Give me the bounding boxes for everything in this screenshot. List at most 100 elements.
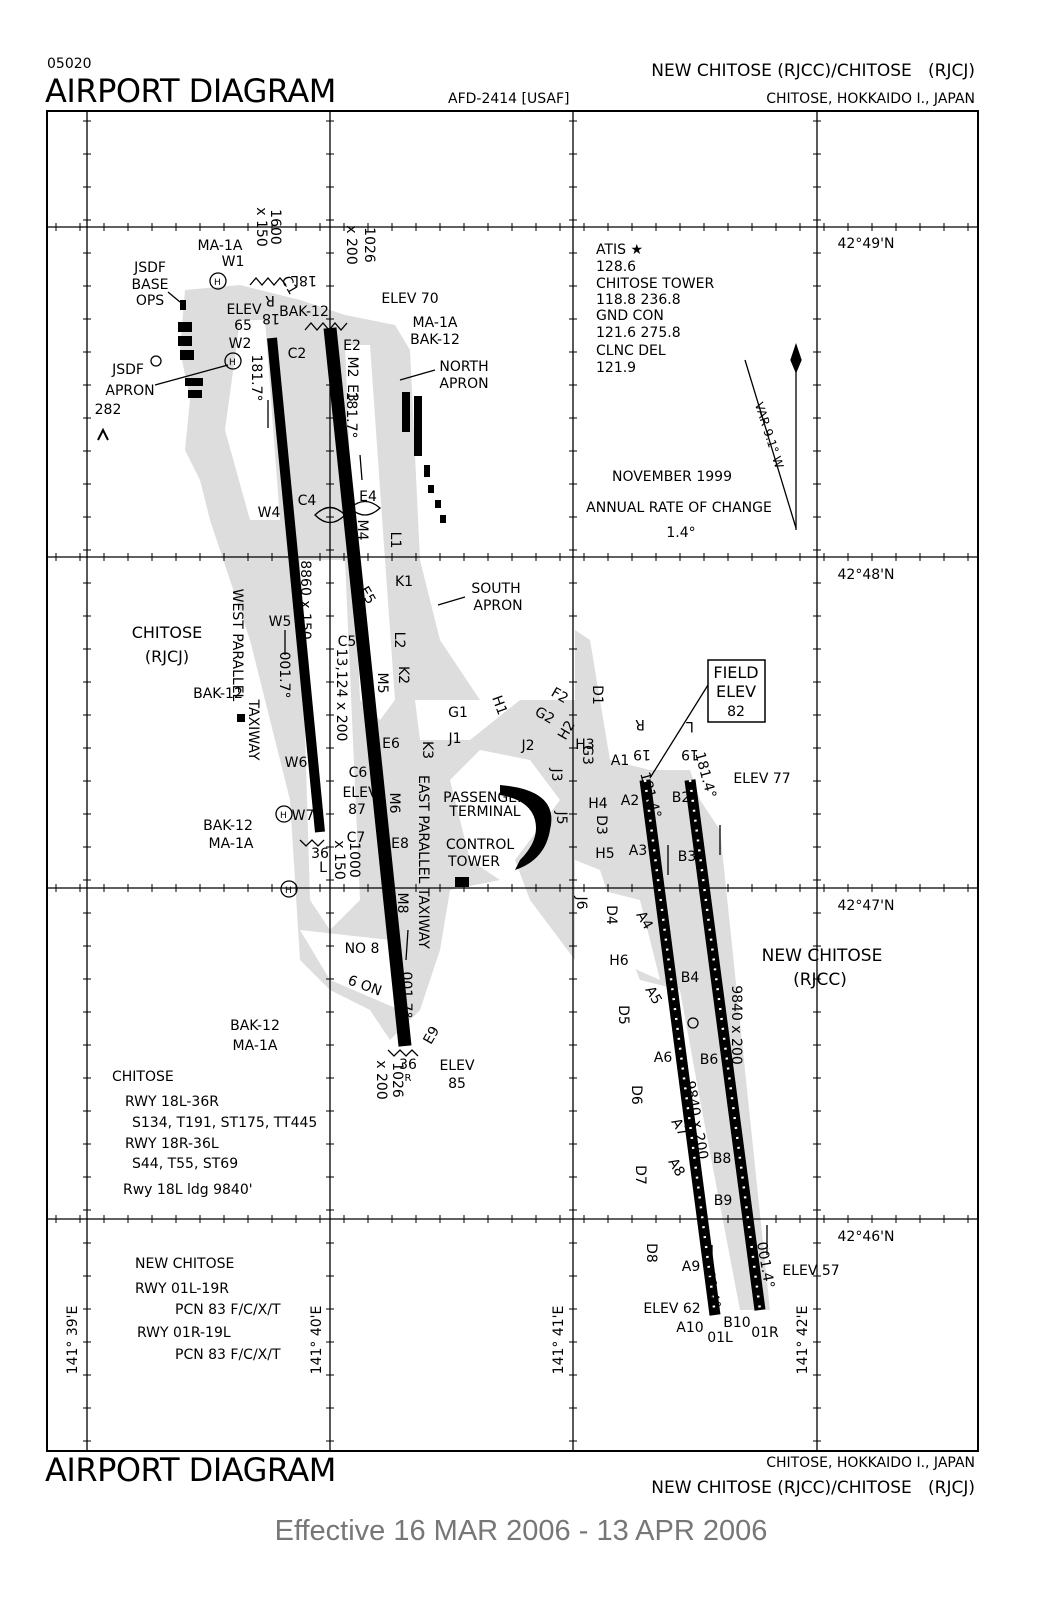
label-c5: C5 (338, 634, 357, 650)
label-b6: B6 (700, 1052, 719, 1068)
label-ovr3: 1000 (346, 842, 362, 878)
label-rjcj: (RJCJ) (145, 647, 189, 666)
label-h4: H4 (588, 796, 608, 812)
label-ovr3b: x 150 (331, 840, 347, 879)
label-k3: K3 (419, 741, 435, 759)
label-elev85a: ELEV (439, 1058, 474, 1074)
label-dim1: 8860 x 150 (297, 560, 313, 640)
label-c2: C2 (288, 346, 307, 362)
label-r36r: 36 (399, 1057, 417, 1073)
label-field-v: 82 (727, 704, 745, 720)
label-e6: E6 (382, 736, 400, 752)
location: CHITOSE, HOKKAIDO I., JAPAN (766, 91, 975, 107)
label-jsdf1: JSDF (133, 260, 166, 276)
label-north-apron: APRON (439, 376, 488, 392)
label-e2: E2 (343, 338, 361, 354)
note-nc-title: NEW CHITOSE (135, 1256, 234, 1272)
effective-dates: Effective 16 MAR 2006 - 13 APR 2006 (274, 1515, 768, 1547)
runways (267, 327, 766, 1316)
label-lon39: 141° 39'E (65, 1306, 81, 1375)
label-south-apron: APRON (473, 598, 522, 614)
label-c7: C7 (347, 830, 366, 846)
runway-18R-36L (267, 337, 325, 833)
label-lat49: 42°49'N (838, 236, 895, 252)
label-epar: EAST PARALLEL TAXIWAY (415, 775, 431, 949)
label-h6: H6 (609, 953, 629, 969)
label-m6: M6 (386, 793, 402, 814)
label-j2: J2 (520, 738, 534, 754)
label-ops: OPS (136, 293, 164, 309)
label-a2: A2 (621, 793, 639, 809)
note-rwy4: RWY 01R-19L (137, 1325, 231, 1341)
label-lat47: 42°47'N (838, 898, 895, 914)
label-r36l-l: L (319, 860, 327, 876)
label-no8: NO 8 (345, 941, 380, 957)
airport-name: NEW CHITOSE (RJCC)/CHITOSE (RJCJ) (651, 61, 975, 81)
note-rwy1-pcn: S134, T191, ST175, TT445 (132, 1115, 317, 1131)
label-b10: B10 (723, 1315, 750, 1331)
label-south: SOUTH (471, 581, 520, 597)
label-r01l: 01L (707, 1330, 733, 1346)
label-elev65b: 65 (234, 318, 252, 334)
label-rjcc: (RJCC) (793, 970, 847, 990)
grid-ticks (55, 120, 969, 1442)
label-lat48: 42°48'N (838, 567, 895, 583)
label-elev87b: 87 (348, 802, 366, 818)
afd-reference: AFD-2414 [USAF] (448, 91, 570, 107)
label-clnc: CLNC DEL (596, 343, 666, 359)
label-arc: ANNUAL RATE OF CHANGE (586, 500, 772, 516)
footer-title: AIRPORT DIAGRAM (45, 1451, 336, 1489)
label-m4: M4 (354, 520, 370, 541)
label-bak12-sw: BAK-12 (203, 818, 253, 834)
label-atis: ATIS ★ (596, 242, 643, 258)
label-elev70: ELEV 70 (381, 291, 438, 307)
note-rwy4-pcn: PCN 83 F/C/X/T (175, 1347, 281, 1363)
label-r01r: 01R (751, 1325, 779, 1341)
label-j5: J5 (553, 810, 569, 824)
label-r18r-r: R (265, 292, 275, 308)
label-b9: B9 (714, 1193, 733, 1209)
label-newchitose: NEW CHITOSE (762, 946, 883, 966)
label-d6: D6 (628, 1085, 644, 1105)
footer-location: CHITOSE, HOKKAIDO I., JAPAN (766, 1455, 975, 1471)
label-arc-v: 1.4° (666, 525, 695, 541)
label-ma1a-s: MA-1A (233, 1038, 278, 1054)
label-ovr2: 1026 (361, 227, 377, 263)
label-ovr4: 1026 (389, 1062, 405, 1098)
label-twy: TAXIWAY (245, 699, 261, 761)
label-l1: L1 (387, 532, 403, 549)
label-ovr4b: x 200 (373, 1060, 389, 1099)
arrestor-gear-and-symbols (97, 272, 802, 1270)
label-e3: E3 (344, 384, 360, 402)
label-lon42: 141° 42'E (795, 1306, 811, 1375)
label-w4: W4 (258, 505, 281, 521)
note-chitose-title: CHITOSE (112, 1069, 174, 1085)
label-apron: APRON (105, 383, 154, 399)
label-hdg1817a: 181.7° (248, 354, 264, 401)
label-hdg1817b: 181.7° (343, 391, 359, 438)
label-ovr2b: x 200 (343, 225, 359, 264)
label-tower-f: 118.8 236.8 (596, 292, 681, 308)
label-lat46: 42°46'N (838, 1229, 895, 1245)
taxiway-areas (180, 285, 770, 1310)
label-field: FIELD (713, 663, 758, 682)
label-ma1a-sw: MA-1A (209, 836, 254, 852)
airport-id: (RJCJ) (928, 61, 975, 81)
label-pass: PASSENGER (443, 790, 527, 806)
note-rwy3-pcn: PCN 83 F/C/X/T (175, 1302, 281, 1318)
label-ctower: TOWER (447, 854, 500, 870)
label-lon41: 141° 41'E (551, 1306, 567, 1375)
label-elev85b: 85 (448, 1076, 466, 1092)
label-d3: D3 (593, 815, 609, 835)
label-ma1a-nw: MA-1A (198, 238, 243, 254)
airport-name-text: NEW CHITOSE (RJCC)/CHITOSE (651, 61, 912, 81)
label-h3: H3 (575, 737, 594, 753)
label-j6: J6 (573, 895, 589, 909)
label-bak12-ne: BAK-12 (410, 332, 460, 348)
label-a3: A3 (629, 843, 647, 859)
label-b8: B8 (713, 1151, 732, 1167)
label-k2: K2 (395, 666, 411, 684)
